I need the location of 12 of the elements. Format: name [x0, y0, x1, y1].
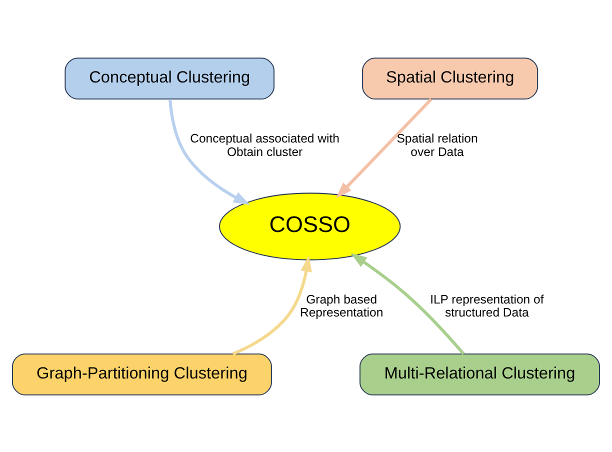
edge-label: ILP representation of structured Data	[430, 292, 544, 320]
node-box: Graph-Partitioning Clustering	[12, 352, 272, 395]
edge-label: Conceptual associated with Obtain cluster	[190, 131, 340, 158]
arrow	[336, 98, 432, 198]
node-box: Spatial Clustering	[362, 57, 538, 100]
arrow	[232, 254, 312, 355]
arrow	[350, 252, 465, 354]
node-box: Conceptual Clustering	[64, 57, 275, 100]
edge-label: Spatial relation over Data	[396, 131, 478, 158]
edge-label: Graph based Representation	[300, 292, 384, 320]
arrow	[168, 98, 250, 204]
node-box: Multi-Relational Clustering	[359, 352, 600, 395]
